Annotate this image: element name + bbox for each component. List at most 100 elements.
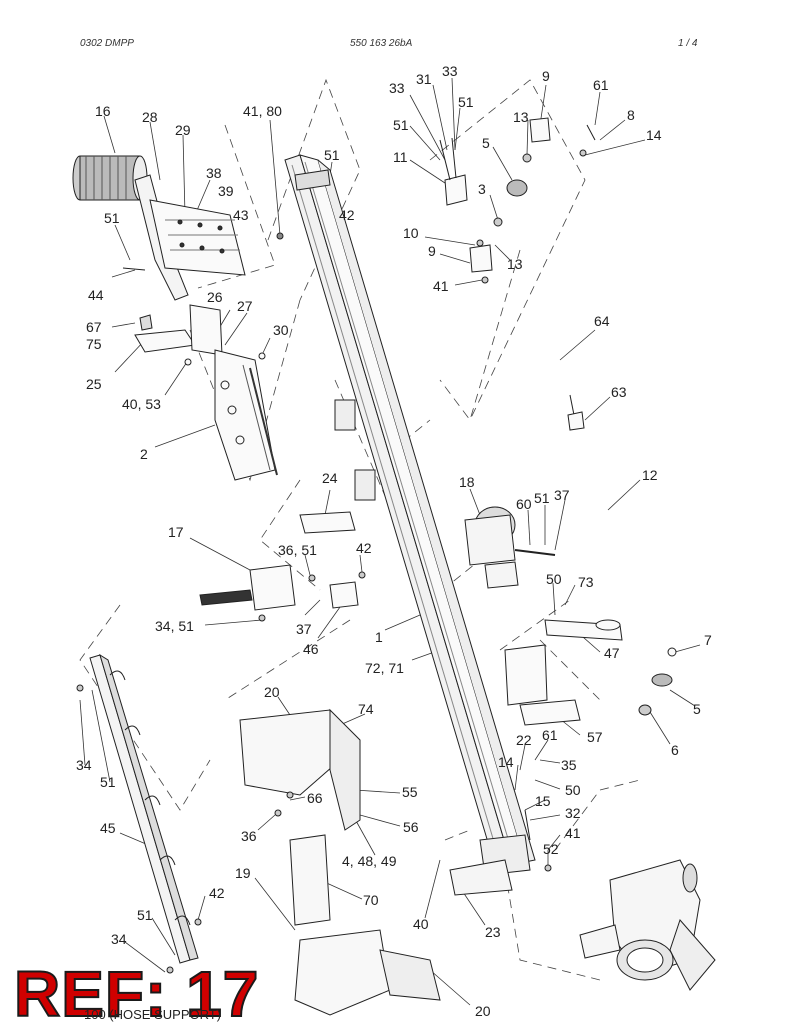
callout-c36: 36 bbox=[241, 828, 257, 844]
callout-c55: 55 bbox=[402, 784, 418, 800]
callout-c33a: 33 bbox=[389, 80, 405, 96]
part-right-side-hardware bbox=[504, 619, 677, 872]
callout-c52: 52 bbox=[543, 841, 559, 857]
callout-c61b: 61 bbox=[542, 727, 558, 743]
callout-c20b: 20 bbox=[475, 1003, 491, 1019]
header-doc-code: 0302 DMPP bbox=[80, 38, 134, 49]
part-hose-reel bbox=[72, 155, 284, 301]
part-plates-and-brackets bbox=[199, 511, 366, 622]
callout-c47: 47 bbox=[604, 645, 620, 661]
callout-c75: 75 bbox=[86, 336, 102, 352]
callout-c28: 28 bbox=[142, 109, 158, 125]
callout-c67: 67 bbox=[86, 319, 102, 335]
part-lower-assemblies bbox=[239, 708, 441, 1016]
part-carriage-assembly bbox=[134, 304, 278, 481]
part-hose-support-rail bbox=[76, 653, 202, 974]
callout-c44: 44 bbox=[88, 287, 104, 303]
callout-c51d: 51 bbox=[393, 117, 409, 133]
callout-c27: 27 bbox=[237, 298, 253, 314]
part-upper-bracket-hardware bbox=[439, 117, 596, 431]
callout-c30: 30 bbox=[273, 322, 289, 338]
callout-c61a: 61 bbox=[593, 77, 609, 93]
callout-c18: 18 bbox=[459, 474, 475, 490]
callout-c70: 70 bbox=[363, 892, 379, 908]
part-motor-assembly bbox=[464, 506, 556, 589]
callout-c3651: 36, 51 bbox=[278, 542, 317, 558]
callout-c7271: 72, 71 bbox=[365, 660, 404, 676]
callout-c6: 6 bbox=[671, 742, 679, 758]
callout-c56: 56 bbox=[403, 819, 419, 835]
callout-c1: 1 bbox=[375, 629, 383, 645]
callout-c2: 2 bbox=[140, 446, 148, 462]
callout-c39: 39 bbox=[218, 183, 234, 199]
callout-c20a: 20 bbox=[264, 684, 280, 700]
callout-c34b: 34 bbox=[111, 931, 127, 947]
callout-c12: 12 bbox=[642, 467, 658, 483]
callout-c5b: 5 bbox=[693, 701, 701, 717]
callout-c42a: 42 bbox=[339, 207, 355, 223]
callout-c66: 66 bbox=[307, 790, 323, 806]
callout-c38: 38 bbox=[206, 165, 222, 181]
callout-c41a: 41 bbox=[433, 278, 449, 294]
callout-c3451a: 34, 51 bbox=[155, 618, 194, 634]
reference-stamp: REF: 17 bbox=[13, 958, 260, 1030]
callout-c14b: 14 bbox=[498, 754, 514, 770]
callout-c51c: 51 bbox=[458, 94, 474, 110]
callout-c40: 40 bbox=[413, 916, 429, 932]
callout-c51b: 51 bbox=[324, 147, 340, 163]
callout-c50a: 50 bbox=[546, 571, 562, 587]
callout-c51a: 51 bbox=[104, 210, 120, 226]
callout-c46: 46 bbox=[303, 641, 319, 657]
hose-support-caption: 100 (HOSE SUPPORT) bbox=[84, 1007, 222, 1022]
callout-c31: 31 bbox=[416, 71, 432, 87]
callout-c41b: 41 bbox=[565, 825, 581, 841]
callout-c4053: 40, 53 bbox=[122, 396, 161, 412]
callout-c9b: 9 bbox=[428, 243, 436, 259]
callout-c22: 22 bbox=[516, 732, 532, 748]
callout-c50b: 50 bbox=[565, 782, 581, 798]
callout-c13a: 13 bbox=[513, 109, 529, 125]
callout-c3: 3 bbox=[478, 181, 486, 197]
callout-c74: 74 bbox=[358, 701, 374, 717]
callout-c29: 29 bbox=[175, 122, 191, 138]
callout-c60: 60 bbox=[516, 496, 532, 512]
callout-c33b: 33 bbox=[442, 63, 458, 79]
callout-c37b: 37 bbox=[554, 487, 570, 503]
callout-c10: 10 bbox=[403, 225, 419, 241]
callout-c15: 15 bbox=[535, 793, 551, 809]
header-part-number: 550 163 26bA bbox=[350, 38, 413, 49]
header-page-number: 1 / 4 bbox=[678, 38, 698, 49]
callout-c9a: 9 bbox=[542, 68, 550, 84]
callout-c17: 17 bbox=[168, 524, 184, 540]
callout-c26: 26 bbox=[207, 289, 223, 305]
callout-c63: 63 bbox=[611, 384, 627, 400]
callout-c8: 8 bbox=[627, 107, 635, 123]
callout-c57: 57 bbox=[587, 729, 603, 745]
callout-c37a: 37 bbox=[296, 621, 312, 637]
callout-c24: 24 bbox=[322, 470, 338, 486]
callout-c64: 64 bbox=[594, 313, 610, 329]
callout-c35: 35 bbox=[561, 757, 577, 773]
part-drive-unit-detail bbox=[579, 859, 716, 991]
callout-c11: 11 bbox=[393, 149, 408, 165]
callout-c25: 25 bbox=[86, 376, 102, 392]
callout-c43: 43 bbox=[233, 207, 249, 223]
callout-c51e: 51 bbox=[534, 490, 550, 506]
part-main-rail bbox=[284, 154, 536, 896]
callout-c42b: 42 bbox=[356, 540, 372, 556]
callout-c44849: 4, 48, 49 bbox=[342, 853, 397, 869]
callout-c13b: 13 bbox=[507, 256, 523, 272]
callout-c51g: 51 bbox=[137, 907, 153, 923]
callout-c34a: 34 bbox=[76, 757, 92, 773]
callout-c23: 23 bbox=[485, 924, 501, 940]
callout-c16: 16 bbox=[95, 103, 111, 119]
callout-c73: 73 bbox=[578, 574, 594, 590]
callout-c5a: 5 bbox=[482, 135, 490, 151]
callout-c42c: 42 bbox=[209, 885, 225, 901]
callout-c19: 19 bbox=[235, 865, 251, 881]
callout-c32: 32 bbox=[565, 805, 581, 821]
callout-c14a: 14 bbox=[646, 127, 662, 143]
callout-c51f: 51 bbox=[100, 774, 116, 790]
